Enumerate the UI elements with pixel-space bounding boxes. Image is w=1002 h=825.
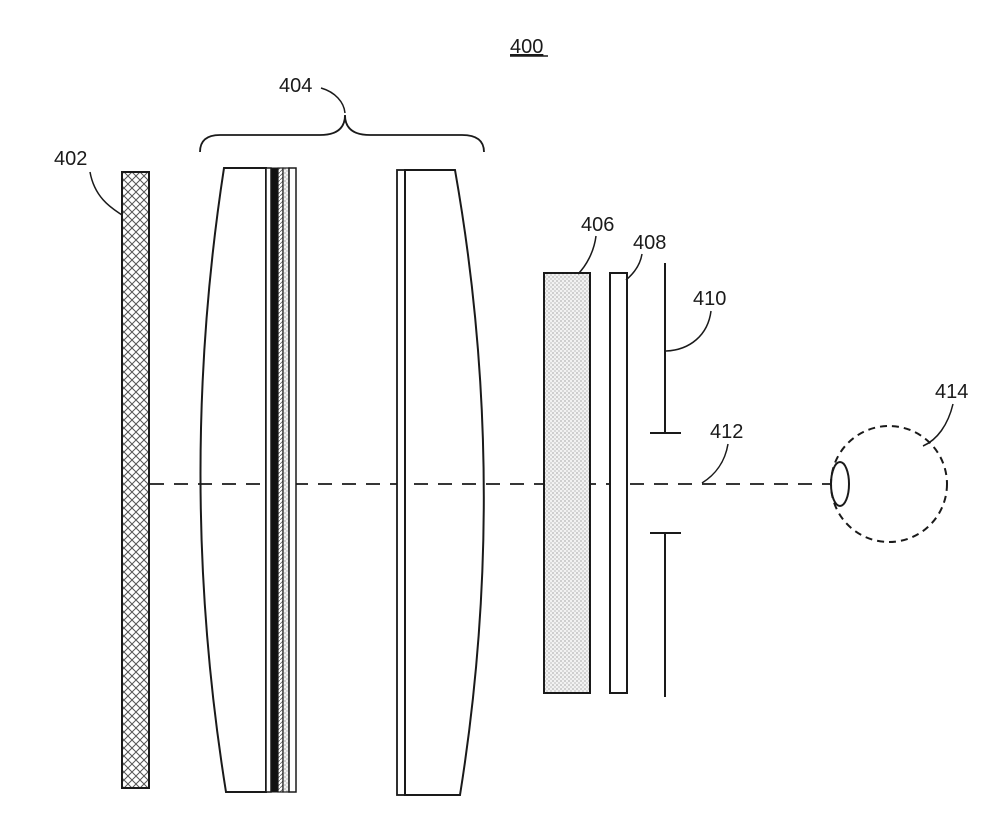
lens-film-layer-2 (270, 167, 279, 793)
lens-film-layer-4 (282, 167, 290, 793)
leader-412 (701, 443, 729, 484)
label-402: 402 (54, 148, 87, 170)
leader-404 (320, 87, 346, 114)
bracket-404 (199, 114, 485, 153)
element-406 (543, 272, 591, 694)
display-panel-402 (121, 171, 150, 789)
label-404: 404 (279, 75, 312, 97)
figure-number-label: 400 (510, 36, 543, 58)
lens-film-layer-1 (265, 167, 272, 793)
lens-film-layer-3 (277, 167, 284, 793)
lens-film-layer-5 (288, 167, 297, 793)
leader-406 (577, 235, 597, 275)
lens-element-2 (404, 169, 485, 796)
leader-414 (922, 403, 954, 447)
label-414: 414 (935, 381, 968, 403)
leader-410 (665, 310, 712, 352)
element-408 (609, 272, 628, 694)
leader-408 (625, 253, 643, 281)
label-410: 410 (693, 288, 726, 310)
lens-element-1 (199, 167, 267, 793)
label-406: 406 (581, 214, 614, 236)
leader-402 (89, 171, 123, 216)
label-412: 412 (710, 421, 743, 443)
label-408: 408 (633, 232, 666, 254)
lens-element-2-film (396, 169, 406, 796)
eye-cornea (830, 461, 850, 507)
